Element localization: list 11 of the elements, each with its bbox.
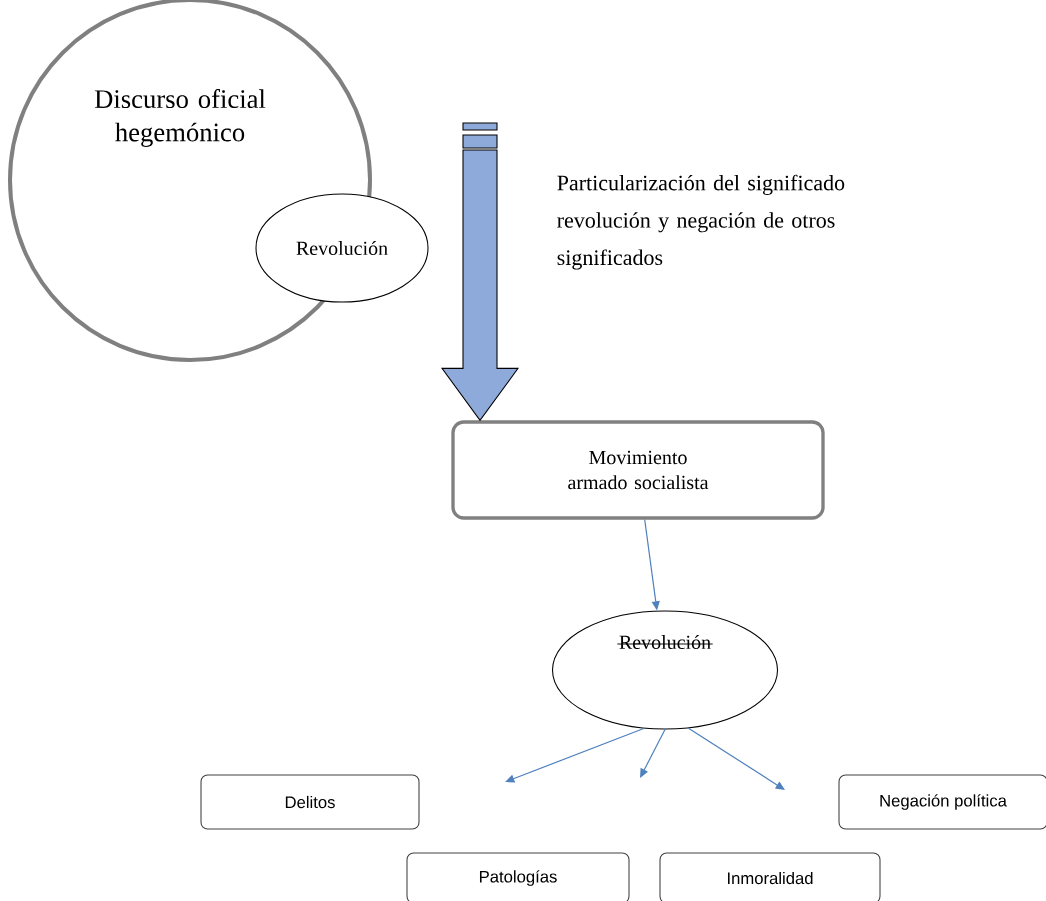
rounded-box: Inmoralidad [659,852,881,901]
arrow [505,727,645,783]
block-arrow [440,122,520,422]
rounded-box: Delitos [200,774,420,830]
rounded-box: Movimiento armado socialista [451,420,825,520]
arrow [640,728,666,778]
arrow [687,727,785,790]
edge-label: Particularización del significado revolución y negación de otros significados [557,174,845,270]
rounded-box: Patologías [406,852,630,901]
circle-heading: Discurso oficial hegemónico [94,89,266,147]
rounded-box: Negación política [838,774,1046,830]
